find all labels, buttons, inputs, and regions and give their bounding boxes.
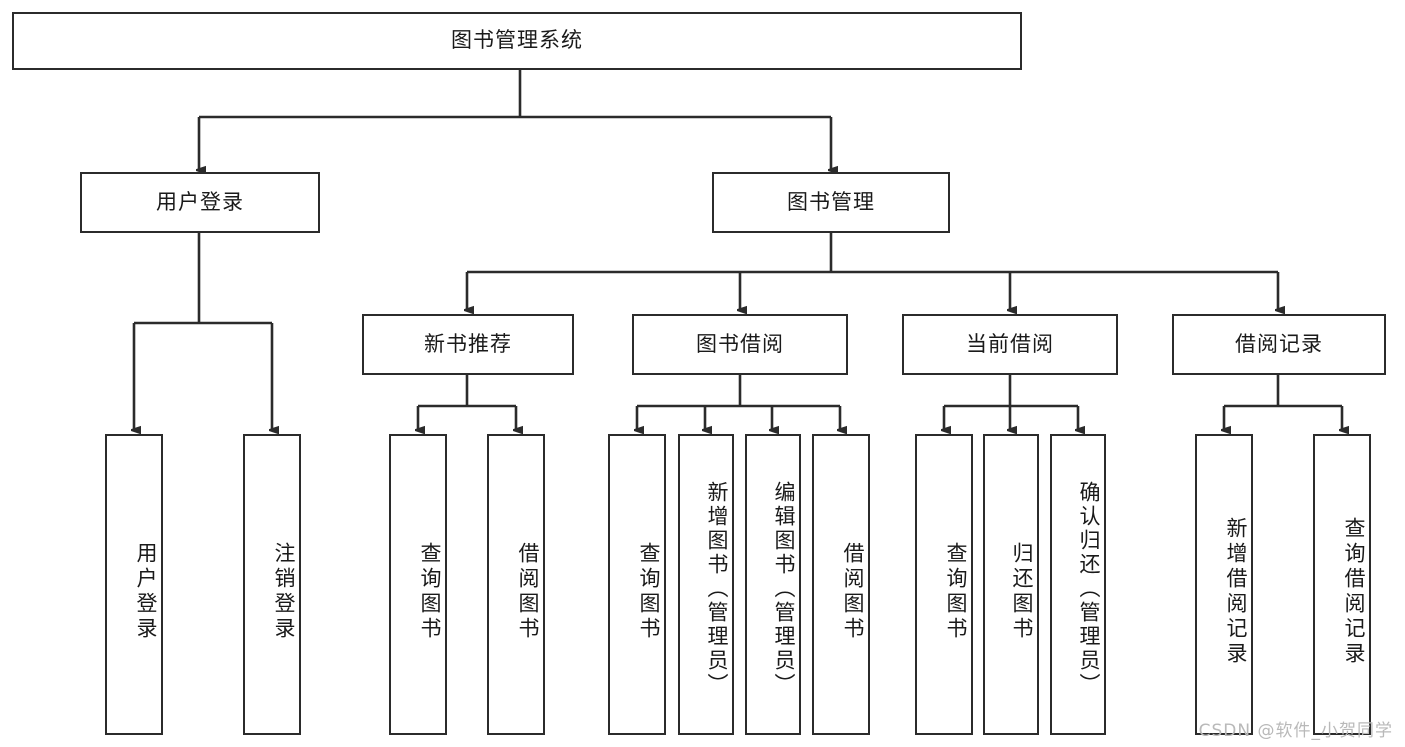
- leaf-query-book-recommend[interactable]: 查询图书: [389, 434, 447, 735]
- node-book-borrow[interactable]: 图书借阅: [632, 314, 848, 375]
- node-label: 查询借阅记录: [1342, 516, 1366, 667]
- node-current-borrow[interactable]: 当前借阅: [902, 314, 1118, 375]
- leaf-query-book-borrow[interactable]: 查询图书: [608, 434, 666, 735]
- leaf-add-borrow-record[interactable]: 新增借阅记录: [1195, 434, 1253, 735]
- node-root-book-management-system[interactable]: 图书管理系统: [12, 12, 1022, 70]
- node-label: 借阅记录: [1235, 331, 1323, 356]
- node-label: 注销登录: [272, 541, 296, 642]
- leaf-query-borrow-record[interactable]: 查询借阅记录: [1313, 434, 1371, 735]
- node-label: 查询图书: [418, 541, 442, 642]
- node-label: 查询图书: [944, 541, 968, 642]
- leaf-user-login[interactable]: 用户登录: [105, 434, 163, 735]
- node-label: 图书管理: [787, 189, 875, 214]
- node-label: 编辑图书（管理员）: [772, 480, 796, 697]
- node-label: 借阅图书: [841, 541, 865, 642]
- node-label: 新增图书（管理员）: [705, 480, 729, 697]
- leaf-borrow-book-recommend[interactable]: 借阅图书: [487, 434, 545, 735]
- node-new-book-recommend[interactable]: 新书推荐: [362, 314, 574, 375]
- leaf-confirm-return-admin[interactable]: 确认归还（管理员）: [1050, 434, 1106, 735]
- node-label: 确认归还（管理员）: [1077, 480, 1101, 697]
- node-label: 借阅图书: [516, 541, 540, 642]
- node-book-management[interactable]: 图书管理: [712, 172, 950, 233]
- leaf-add-book-admin[interactable]: 新增图书（管理员）: [678, 434, 734, 735]
- leaf-borrow-book[interactable]: 借阅图书: [812, 434, 870, 735]
- node-user-login[interactable]: 用户登录: [80, 172, 320, 233]
- node-label: 图书管理系统: [451, 28, 583, 53]
- node-label: 归还图书: [1010, 541, 1034, 642]
- node-label: 用户登录: [156, 189, 244, 214]
- node-label: 查询图书: [637, 541, 661, 642]
- node-label: 新书推荐: [424, 331, 512, 356]
- leaf-return-book[interactable]: 归还图书: [983, 434, 1039, 735]
- node-label: 当前借阅: [966, 331, 1054, 356]
- leaf-query-book-current[interactable]: 查询图书: [915, 434, 973, 735]
- csdn-watermark: CSDN @软件_小贺同学: [1198, 721, 1393, 741]
- leaf-logout[interactable]: 注销登录: [243, 434, 301, 735]
- node-label: 用户登录: [134, 541, 158, 642]
- leaf-edit-book-admin[interactable]: 编辑图书（管理员）: [745, 434, 801, 735]
- node-label: 新增借阅记录: [1224, 516, 1248, 667]
- node-label: 图书借阅: [696, 331, 784, 356]
- node-borrow-records[interactable]: 借阅记录: [1172, 314, 1386, 375]
